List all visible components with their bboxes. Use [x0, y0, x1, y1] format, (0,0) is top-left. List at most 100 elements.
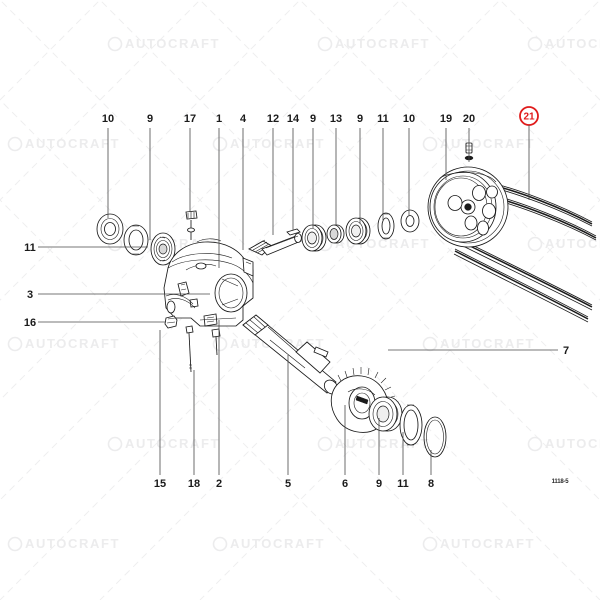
callout-label: 18 [188, 478, 200, 490]
callout-6[interactable]: 6 [342, 405, 348, 490]
callout-label: 14 [287, 113, 300, 125]
callout-label: 2 [216, 478, 222, 490]
watermark-text: AUTOCRAFT [230, 536, 325, 551]
watermark: AUTOCRAFT [422, 536, 535, 552]
callout-label: 3 [27, 289, 33, 301]
callout-9[interactable]: 9 [147, 113, 153, 240]
watermark-text: AUTOCRAFT [545, 436, 600, 451]
watermark: AUTOCRAFT [7, 536, 120, 552]
callout-12[interactable]: 12 [267, 113, 279, 235]
callout-10[interactable]: 10 [403, 113, 415, 216]
callout-highlight-21[interactable]: 21 [519, 106, 539, 200]
watermark-text: AUTOCRAFT [230, 136, 325, 151]
callout-13[interactable]: 13 [330, 113, 342, 226]
callout-label: 11 [24, 242, 36, 254]
callout-label: 5 [285, 478, 291, 490]
callout-16[interactable]: 16 [24, 317, 165, 329]
callout-label: 9 [147, 113, 153, 125]
callout-label: 11 [397, 478, 409, 490]
shaft-key [313, 346, 329, 358]
callout-10[interactable]: 10 [102, 113, 114, 218]
callout-3[interactable]: 3 [27, 289, 210, 301]
watermark-text: AUTOCRAFT [545, 236, 600, 251]
watermark: AUTOCRAFT [107, 36, 220, 52]
ring-icon [422, 136, 438, 152]
callout-2[interactable]: 2 [216, 320, 222, 490]
callout-label: 17 [184, 113, 196, 125]
callout-label: 10 [102, 113, 114, 125]
bevel-gear-assembly [248, 233, 302, 256]
drawing-code: 1118-5 [552, 479, 570, 485]
callout-15[interactable]: 15 [154, 330, 166, 490]
ring-icon [7, 536, 23, 552]
callout-11[interactable]: 11 [397, 432, 409, 490]
splined-drive-shaft [242, 314, 339, 395]
ring-icon [422, 536, 438, 552]
callout-label: 15 [154, 478, 166, 490]
callout-label: 21 [523, 112, 535, 123]
watermark: AUTOCRAFT [317, 36, 428, 52]
callout-9[interactable]: 9 [376, 418, 382, 490]
callout-14[interactable]: 14 [287, 113, 300, 230]
callout-label: 9 [310, 113, 316, 125]
callout-11[interactable]: 11 [377, 113, 389, 220]
watermark-text: AUTOCRAFT [125, 436, 220, 451]
watermark-text: AUTOCRAFT [25, 536, 120, 551]
ring-icon [317, 36, 333, 52]
ring-icon [527, 36, 543, 52]
bearing-group-upper [301, 217, 371, 252]
pump-housing-casting [163, 238, 254, 327]
callout-label: 8 [428, 478, 434, 490]
ring-icon [317, 436, 333, 452]
ring-icon [527, 436, 543, 452]
ring-icon [212, 336, 228, 352]
watermark-text: AUTOCRAFT [125, 36, 220, 51]
ring-icon [107, 436, 123, 452]
callout-label: 9 [376, 478, 382, 490]
callout-label: 7 [563, 345, 569, 357]
callout-highlighted: 21 [519, 106, 539, 200]
ring-icon [107, 36, 123, 52]
callout-7[interactable]: 7 [388, 345, 569, 357]
callout-1[interactable]: 1 [216, 113, 222, 268]
watermark: AUTOCRAFT [422, 336, 533, 352]
mounting-bolts [185, 325, 221, 373]
ring-icon [212, 536, 228, 552]
pin-bolt-17 [185, 210, 198, 240]
watermark: AUTOCRAFT [527, 236, 600, 252]
callout-8[interactable]: 8 [428, 450, 434, 490]
woodruff-key-upper [286, 228, 301, 236]
callout-18[interactable]: 18 [188, 370, 200, 490]
drive-pulley [427, 166, 509, 248]
retaining-ring-lower [399, 404, 423, 446]
bearing-seal-group-left [96, 213, 176, 266]
watermark: AUTOCRAFT [7, 336, 118, 352]
callout-label: 4 [240, 113, 247, 125]
callout-17[interactable]: 17 [184, 113, 196, 212]
callout-11[interactable]: 11 [24, 242, 148, 254]
bearing-lower [368, 396, 403, 432]
watermark-text: AUTOCRAFT [440, 136, 535, 151]
callout-4[interactable]: 4 [240, 113, 247, 250]
ring-icon [7, 136, 23, 152]
watermark-text: AUTOCRAFT [440, 536, 535, 551]
ring-icon [422, 336, 438, 352]
callout-9[interactable]: 9 [310, 113, 316, 228]
callout-label: 1 [216, 113, 222, 125]
callout-group-right: 7 [388, 345, 569, 357]
callout-label: 10 [403, 113, 415, 125]
watermark: AUTOCRAFT [7, 136, 118, 152]
callout-label: 19 [440, 113, 452, 125]
callout-20[interactable]: 20 [463, 113, 475, 162]
callout-5[interactable]: 5 [285, 355, 291, 490]
callout-9[interactable]: 9 [357, 113, 363, 224]
o-ring-8 [423, 416, 447, 458]
callout-19[interactable]: 19 [440, 113, 452, 180]
